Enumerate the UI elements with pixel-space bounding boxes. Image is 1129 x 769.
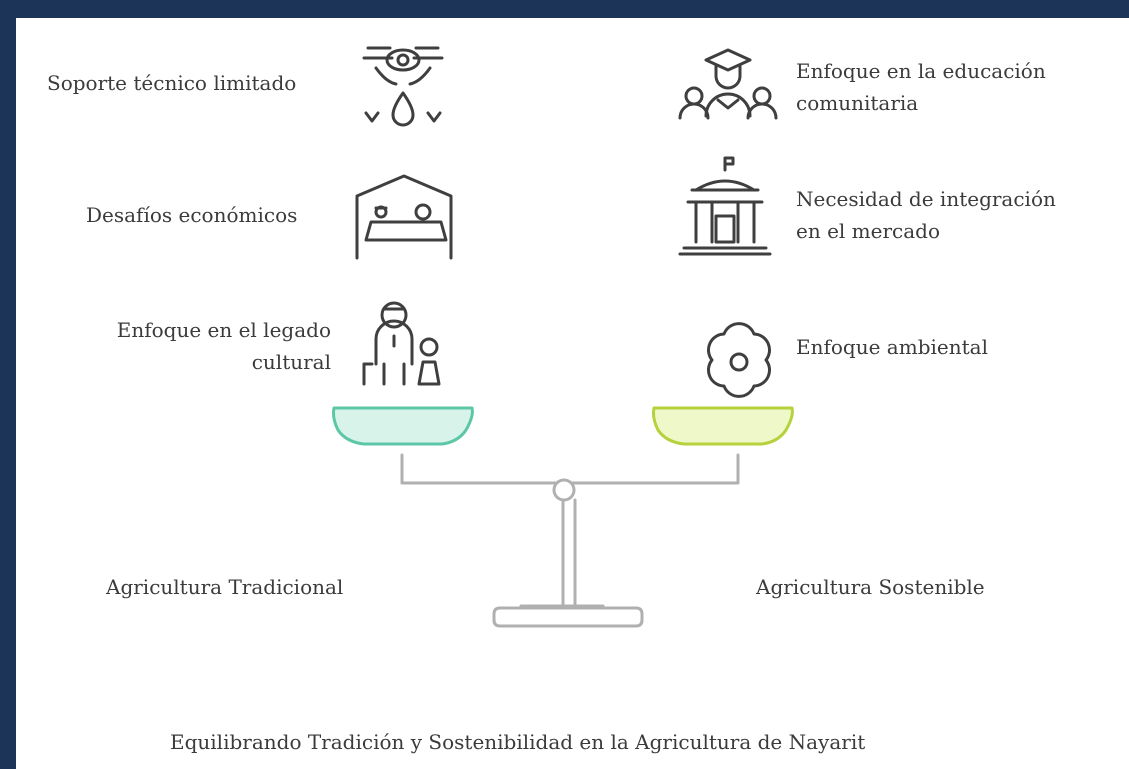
frame-border-top (0, 0, 1129, 18)
scale-post (561, 498, 577, 612)
label-legado-line1: Enfoque en el legado (116, 318, 331, 342)
label-soporte-tecnico: Soporte técnico limitado (47, 71, 297, 95)
graduate-community-icon (678, 48, 778, 120)
flower-icon (707, 322, 771, 398)
scale-arm (400, 453, 740, 485)
label-educacion-comunitaria: Enfoque en la educación comunitaria (796, 55, 1046, 119)
elder-and-child-icon (362, 301, 441, 386)
balance-scale (400, 453, 740, 628)
diagram-graphics (332, 46, 794, 628)
market-stall-icon (355, 174, 453, 260)
scale-right-pan (652, 406, 794, 446)
scale-pivot (552, 478, 576, 502)
label-integracion-line2: en el mercado (796, 219, 940, 243)
label-legado-cultural: Enfoque en el legado cultural (86, 314, 331, 378)
label-integracion-line1: Necesidad de integración (796, 187, 1056, 211)
label-desafios-economicos: Desafíos económicos (86, 203, 298, 227)
label-agricultura-sostenible: Agricultura Sostenible (756, 575, 985, 599)
label-educacion-line2: comunitaria (796, 91, 919, 115)
label-integracion-mercado: Necesidad de integración en el mercado (796, 183, 1056, 247)
market-building-icon (678, 156, 772, 256)
frame-border-left (0, 0, 16, 769)
scale-left-pan (332, 406, 474, 446)
label-legado-line2: cultural (251, 350, 331, 374)
label-enfoque-ambiental: Enfoque ambiental (796, 335, 988, 359)
scale-base-bottom (492, 606, 644, 628)
label-educacion-line1: Enfoque en la educación (796, 59, 1046, 83)
drone-water-drop-icon (362, 46, 444, 127)
diagram-canvas: Soporte técnico limitado Desafíos económ… (16, 18, 1129, 769)
label-agricultura-tradicional: Agricultura Tradicional (106, 575, 344, 599)
diagram-caption: Equilibrando Tradición y Sostenibilidad … (170, 730, 866, 754)
